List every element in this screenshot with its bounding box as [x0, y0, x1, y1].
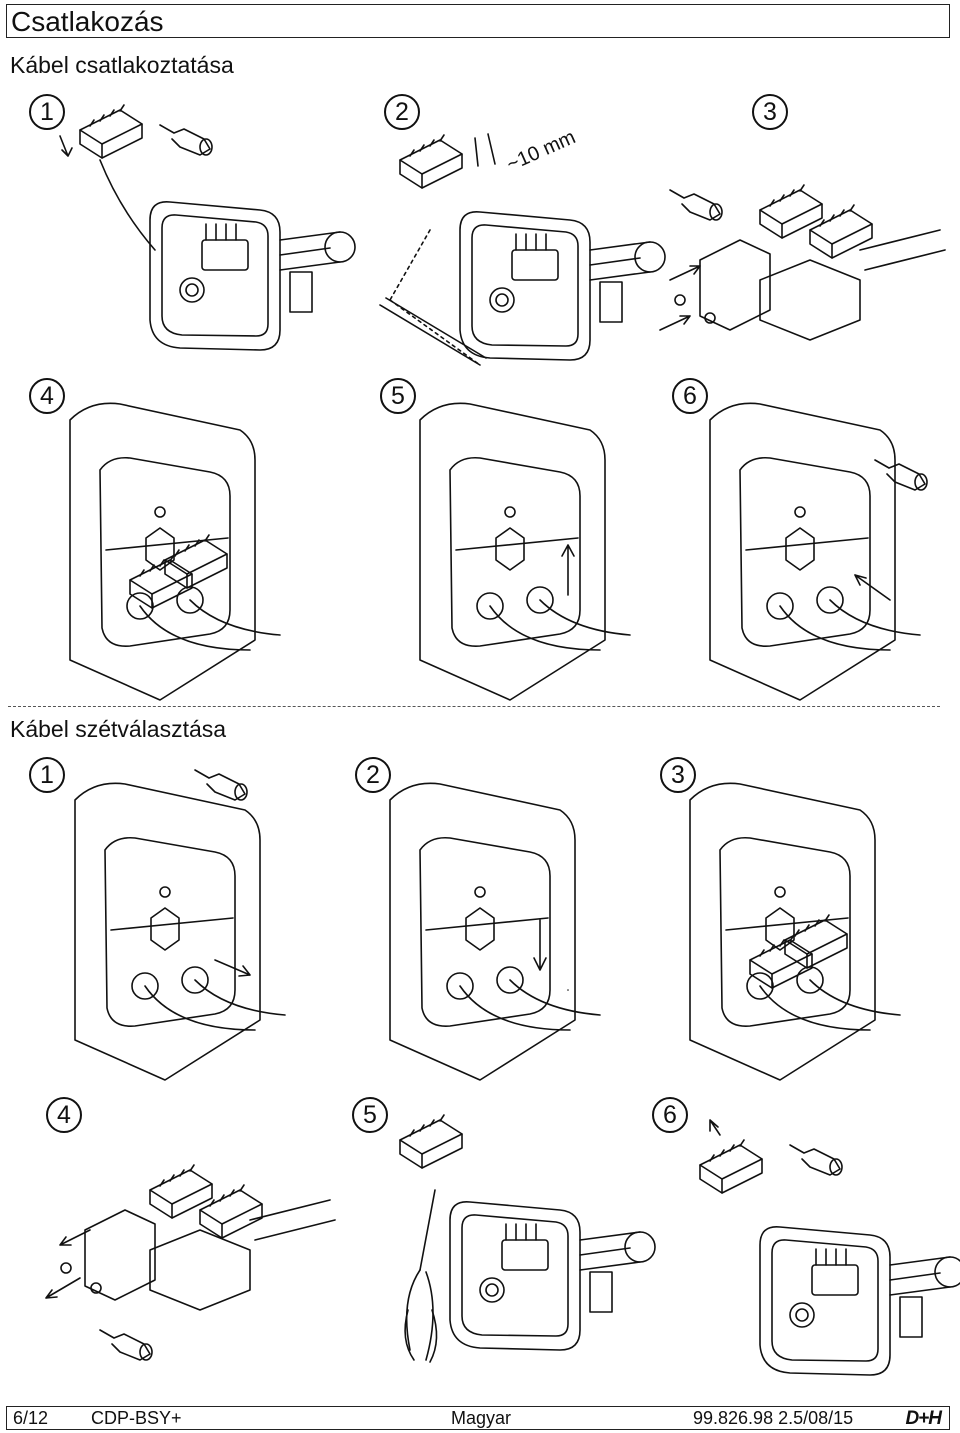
disconnect-step-2-illustration: [389, 782, 601, 1081]
disconnect-step-1-illustration: [74, 769, 286, 1081]
step-number-5b: 5: [352, 1097, 388, 1133]
step-number-1: 1: [29, 94, 65, 130]
section-divider: [8, 706, 940, 707]
page-number: 6/12: [13, 1408, 49, 1428]
disconnect-step-3-illustration: [689, 782, 901, 1081]
step-number-4: 4: [29, 378, 65, 414]
product-name: CDP-BSY+: [91, 1408, 182, 1428]
connect-step-3-illustration: [659, 184, 946, 341]
page-footer: 6/12 CDP-BSY+ Magyar 99.826.98 2.5/08/15…: [6, 1406, 950, 1430]
brand-logo: D+H: [905, 1408, 942, 1429]
connect-step-2-illustration: [379, 133, 666, 366]
step-number-2: 2: [384, 94, 420, 130]
document-number: 99.826.98 2.5/08/15: [693, 1408, 854, 1428]
step-number-5: 5: [380, 378, 416, 414]
disconnect-step-6-illustration: [699, 1119, 960, 1376]
page-title: Csatlakozás: [11, 6, 164, 37]
disconnect-step-5-illustration: [399, 1114, 656, 1363]
language-label: Magyar: [451, 1408, 512, 1428]
step-number-1b: 1: [29, 757, 65, 793]
section-title-disconnect: Kábel szétválasztása: [10, 716, 227, 742]
connect-step-5-illustration: [419, 402, 631, 991]
step-number-6: 6: [672, 378, 708, 414]
connect-step-4-illustration: [69, 402, 281, 701]
connect-step-6-illustration: [709, 402, 928, 701]
step-number-3: 3: [752, 94, 788, 130]
disconnect-step-4-illustration: [45, 1164, 336, 1361]
connect-step-1-illustration: [59, 104, 356, 351]
step-number-3b: 3: [660, 757, 696, 793]
step-number-4b: 4: [46, 1097, 82, 1133]
step-number-2b: 2: [355, 757, 391, 793]
step-number-6b: 6: [652, 1097, 688, 1133]
page-header: Csatlakozás: [6, 4, 950, 38]
section-title-connect: Kábel csatlakoztatása: [10, 52, 234, 78]
